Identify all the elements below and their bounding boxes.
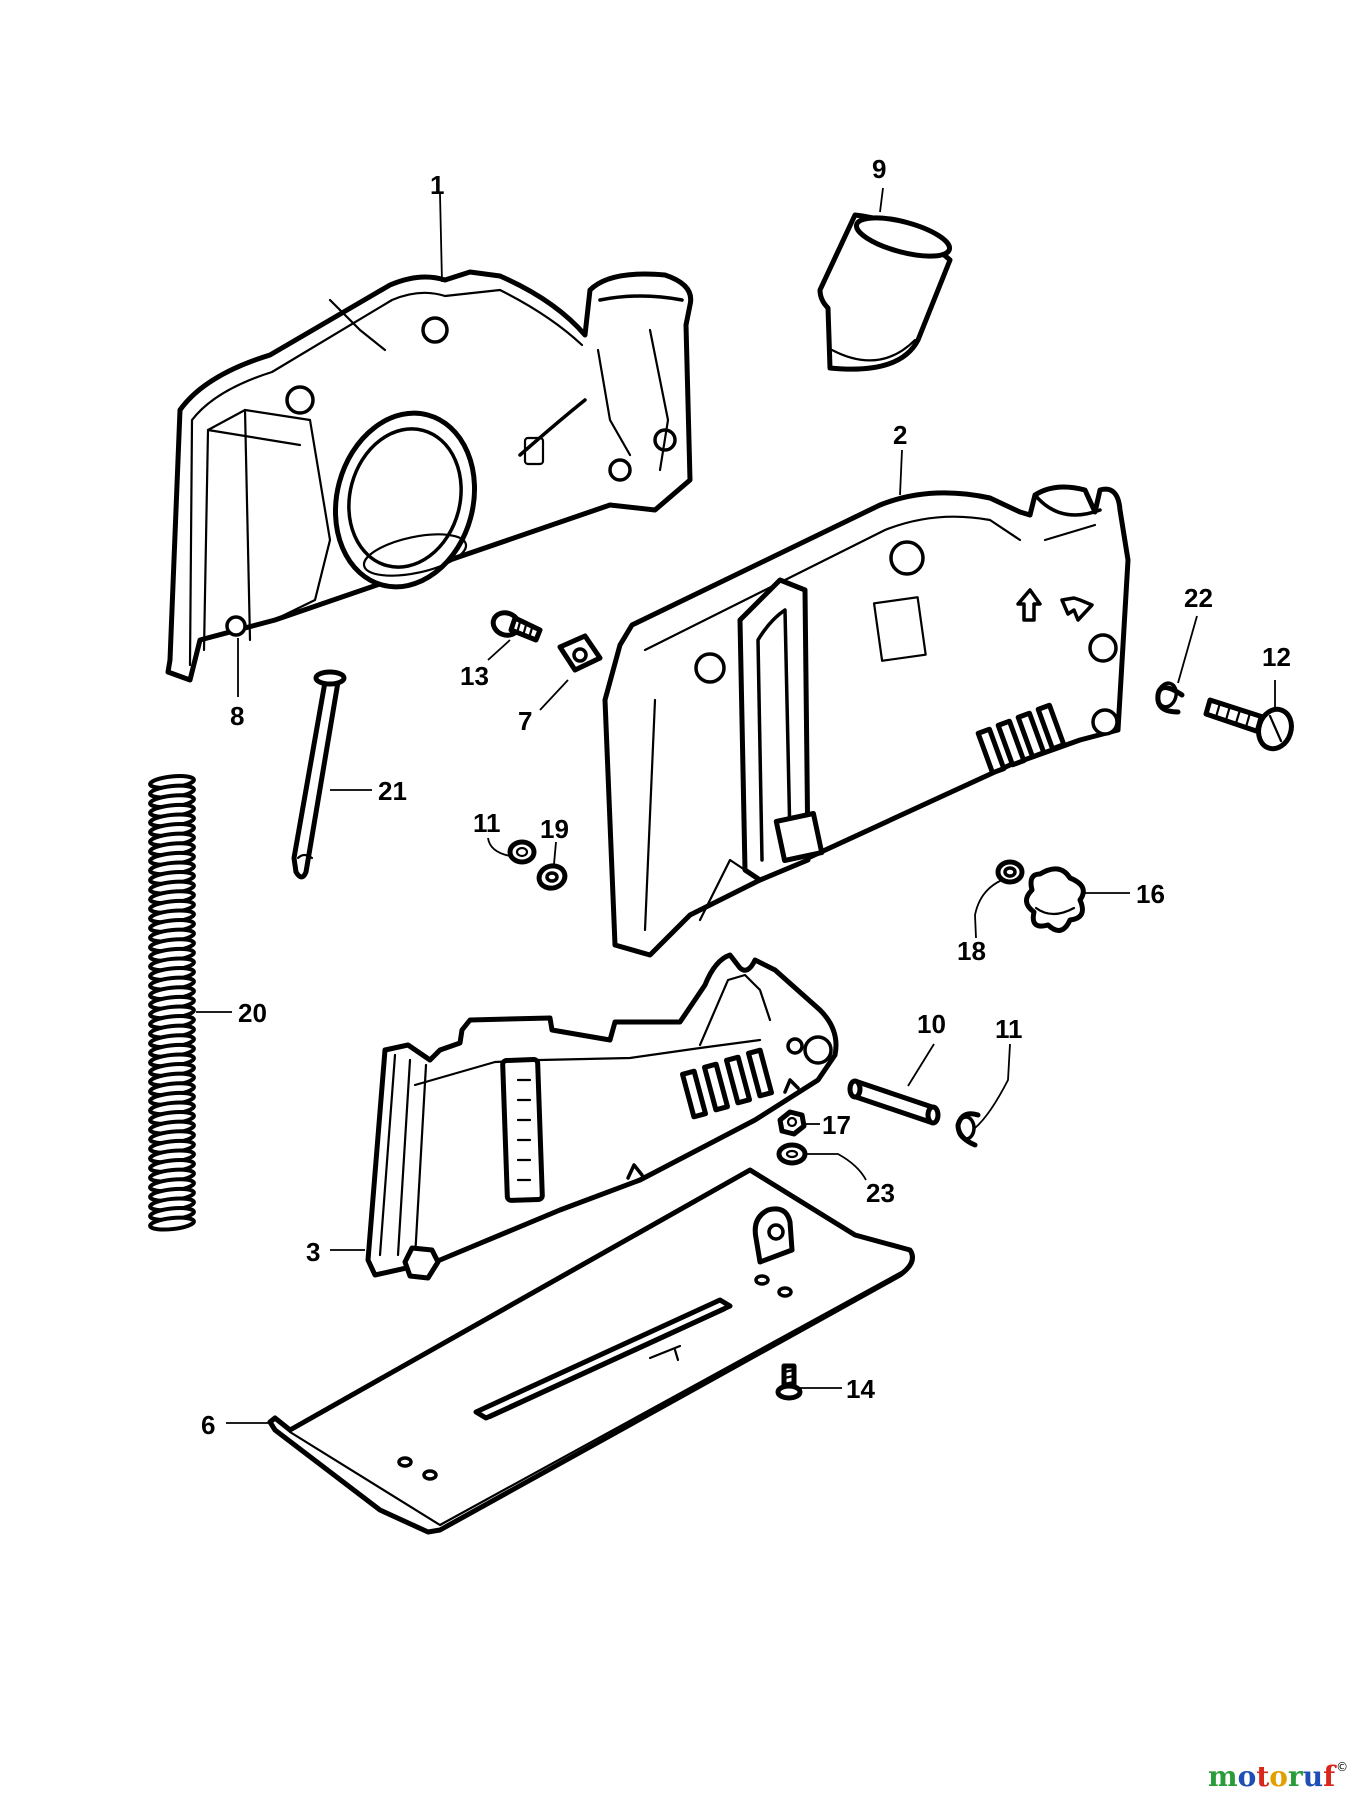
label-11-upper: 11 <box>473 808 511 857</box>
part-22-circlip <box>1155 681 1185 715</box>
copyright-mark: © <box>1336 1760 1349 1774</box>
label-12: 12 <box>1262 642 1291 710</box>
svg-text:22: 22 <box>1184 583 1213 613</box>
watermark-letter: o <box>1269 1760 1288 1793</box>
svg-text:12: 12 <box>1262 642 1291 672</box>
label-17: 17 <box>806 1110 851 1140</box>
part-13-screw <box>490 610 543 643</box>
watermark-letter: u <box>1302 1760 1324 1793</box>
svg-text:18: 18 <box>957 936 986 966</box>
part-23-washer <box>776 1142 808 1166</box>
svg-text:13: 13 <box>460 661 489 691</box>
watermark-letter: o <box>1237 1760 1257 1793</box>
label-13: 13 <box>460 639 511 691</box>
spring-coil <box>148 1215 196 1232</box>
part-7-square-nut <box>557 633 603 673</box>
label-16: 16 <box>1085 879 1165 909</box>
part-21-rod <box>291 669 347 880</box>
svg-text:20: 20 <box>238 998 267 1028</box>
part-3-lower-guard <box>365 952 839 1281</box>
label-23: 23 <box>806 1153 895 1208</box>
label-6: 6 <box>201 1410 268 1440</box>
watermark-letter: r <box>1287 1760 1303 1793</box>
svg-text:11: 11 <box>995 1014 1023 1044</box>
svg-text:19: 19 <box>540 814 569 844</box>
svg-text:3: 3 <box>306 1237 320 1267</box>
part-9-hose-elbow <box>817 212 953 372</box>
watermark-letter: f <box>1323 1760 1336 1793</box>
label-1: 1 <box>430 170 444 283</box>
label-18: 18 <box>957 879 1003 966</box>
part-12-screw <box>1203 697 1294 752</box>
svg-text:6: 6 <box>201 1410 215 1440</box>
part-20-spring <box>148 774 196 1232</box>
svg-text:11: 11 <box>473 808 501 838</box>
watermark-letter: m <box>1208 1760 1238 1793</box>
label-9: 9 <box>872 154 886 213</box>
part-1-rear-guard <box>165 269 694 683</box>
part-6-base-plate <box>267 1167 915 1535</box>
svg-text:14: 14 <box>846 1374 875 1404</box>
part-19-washer <box>536 863 568 891</box>
part-14-screw <box>775 1363 803 1401</box>
label-2: 2 <box>893 420 907 496</box>
part-16-star-knob <box>1024 866 1086 933</box>
part-10-pin <box>847 1078 941 1126</box>
label-7: 7 <box>518 679 569 736</box>
label-21: 21 <box>330 776 407 806</box>
svg-text:23: 23 <box>866 1178 895 1208</box>
svg-text:1: 1 <box>430 170 444 200</box>
svg-text:9: 9 <box>872 154 886 184</box>
svg-text:21: 21 <box>378 776 407 806</box>
svg-text:17: 17 <box>822 1110 851 1140</box>
motoruf-watermark: motoruf© <box>1208 1760 1348 1793</box>
part-17-hex-nut <box>777 1109 807 1137</box>
part-2-front-guard <box>602 484 1131 958</box>
part-11-circlip-lower <box>955 1111 981 1148</box>
label-8: 8 <box>230 638 244 731</box>
svg-text:2: 2 <box>893 420 907 450</box>
label-20: 20 <box>196 998 267 1028</box>
label-19: 19 <box>540 814 569 865</box>
watermark-letter: t <box>1256 1760 1270 1793</box>
svg-text:8: 8 <box>230 701 244 731</box>
label-22: 22 <box>1177 583 1213 684</box>
label-3: 3 <box>306 1237 365 1267</box>
svg-text:7: 7 <box>518 706 532 736</box>
label-14: 14 <box>800 1374 875 1404</box>
svg-text:16: 16 <box>1136 879 1165 909</box>
part-18-washer <box>995 859 1025 885</box>
label-11-lower: 11 <box>974 1014 1023 1129</box>
label-10: 10 <box>907 1009 946 1087</box>
part-11-circlip-upper <box>507 839 537 865</box>
svg-text:10: 10 <box>917 1009 946 1039</box>
